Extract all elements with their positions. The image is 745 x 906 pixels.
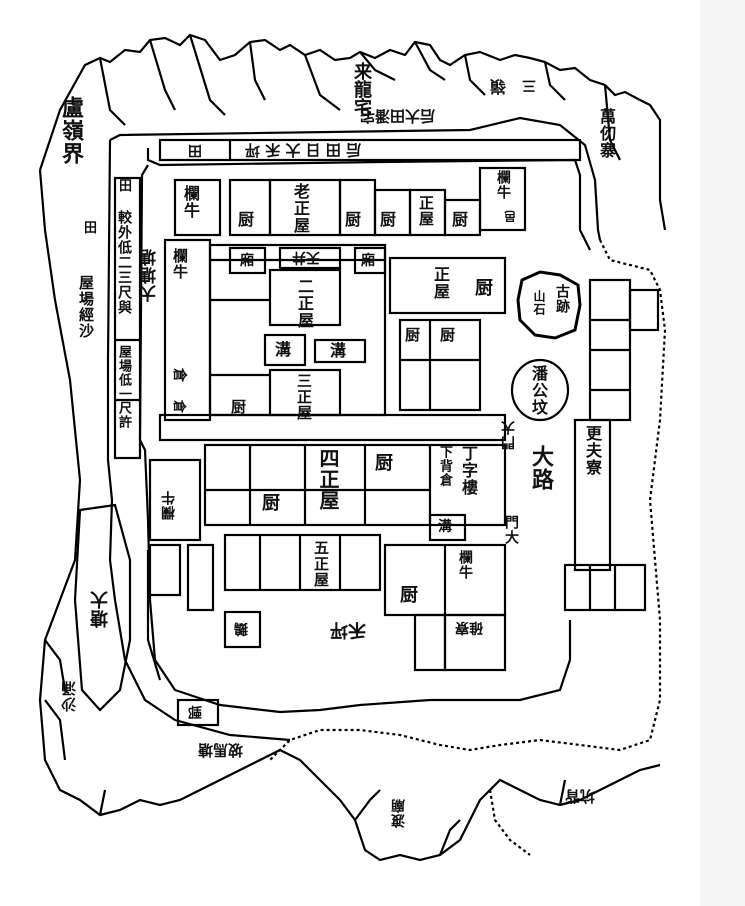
label-block2-zheng: 二正屋	[295, 278, 314, 329]
label-row3-zheng: 四正屋	[316, 448, 340, 511]
label-block2-chu3: 厨	[440, 326, 456, 344]
label-row1-zheng2: 正屋	[417, 195, 435, 227]
label-left-tower2: 欄牛	[171, 248, 189, 280]
label-row1-right-tower: 欄牛	[495, 170, 511, 200]
label-road-north-left: 田	[188, 142, 202, 158]
label-ancient-relic: 古跡	[554, 284, 570, 314]
label-bottom-gate-box: 鄄	[188, 703, 202, 719]
side-panel	[700, 0, 745, 906]
label-left-side2: 較外低二三尺與	[116, 210, 132, 315]
label-row4-tower: 欄牛	[457, 550, 473, 580]
label-road-top-small: 后大田潘宅	[360, 107, 436, 125]
label-ancient-relic-sub: 山石	[532, 290, 546, 316]
label-bottom-small: 鵝	[234, 620, 248, 636]
mountain-ridge-top	[38, 33, 667, 231]
label-block2-well: 天井	[292, 249, 320, 265]
label-left-street: 大塘塘	[140, 248, 160, 302]
label-row3-chu1: 厨	[375, 453, 393, 474]
label-row3-storage: 下背倉	[437, 445, 452, 487]
label-block2-gou2: 溝	[330, 341, 347, 360]
label-bottom-right: 坑背	[565, 787, 596, 805]
label-block2-xiang1: 廂	[240, 253, 254, 269]
label-row1-chu3: 厨	[380, 210, 397, 229]
village-map	[38, 33, 667, 862]
label-right-fort: 萬仞寨	[597, 108, 616, 159]
label-row1-chu2: 厨	[345, 210, 362, 229]
label-row3-gou: 溝	[438, 519, 452, 535]
label-left-side3: 屋場低一尺許	[116, 345, 131, 429]
label-row4-zheng: 五正屋	[312, 540, 330, 588]
label-row1-right-tower-sub: 邑	[504, 209, 517, 223]
outer-dashed-boundary	[269, 239, 667, 761]
label-top-village: 来龍宅	[351, 62, 372, 116]
label-side-storage2: 倉	[171, 399, 187, 414]
label-bottom-left-edge: 沙涌	[60, 680, 78, 712]
label-row1-chu1: 厨	[238, 210, 255, 229]
label-block2-xiang2: 廂	[361, 253, 375, 269]
label-top-right-peak-char: 三	[522, 77, 536, 93]
label-block2-chu1: 厨	[231, 398, 247, 416]
label-top-right-peak: 嶺	[490, 77, 507, 96]
label-left-side1: 田	[119, 179, 133, 194]
label-block2-chu2: 厨	[405, 326, 421, 344]
label-lower-left-pond: 塘大	[90, 590, 111, 628]
label-side-storage: 倉	[171, 368, 187, 382]
label-bottom-bridge: 渡廟	[391, 798, 407, 828]
label-left-side5: 田	[84, 221, 98, 236]
label-block2-gou1: 溝	[275, 340, 292, 359]
label-left-boundary: 盧嶺界	[58, 96, 84, 165]
label-row3-tower: 丁字樓	[459, 445, 478, 496]
label-block2-right-zheng: 正屋	[431, 266, 450, 300]
label-right-road: 大路	[528, 445, 554, 491]
label-row4-chu: 厨	[400, 585, 418, 606]
label-left-side4: 屋場經沙	[77, 275, 95, 339]
left-mountain-edge	[38, 169, 281, 817]
pan-tomb-outline	[510, 358, 570, 422]
label-row3-chu2: 厨	[262, 493, 280, 514]
label-row1-chu4: 厨	[452, 210, 469, 229]
label-row1-tower: 欄牛	[181, 185, 200, 219]
label-block2-zheng3: 三正屋	[295, 373, 313, 421]
label-right-small-gate: 門大	[503, 515, 519, 545]
village-outer-wall	[109, 116, 602, 241]
label-right-column: 更夫寮	[583, 425, 602, 476]
label-right-gate: 門大	[501, 420, 517, 450]
label-bottom-yard: 禾坪	[330, 619, 366, 640]
label-row3-left-tower: 欄牛	[161, 490, 177, 520]
label-row1-zheng: 老正屋	[291, 183, 310, 234]
label-road-north: 后 田 日 大 禾 坪	[245, 141, 362, 159]
bottom-mountains	[279, 749, 661, 862]
ancient-relic-rock	[516, 270, 582, 340]
label-pan-tomb: 潘公坟	[529, 365, 548, 416]
label-row4-mill: 碓寮	[455, 619, 483, 635]
label-block2-right-chu: 厨	[475, 278, 493, 299]
label-bottom-mid: 坡馬塘	[198, 741, 244, 759]
pond-left	[73, 503, 132, 712]
